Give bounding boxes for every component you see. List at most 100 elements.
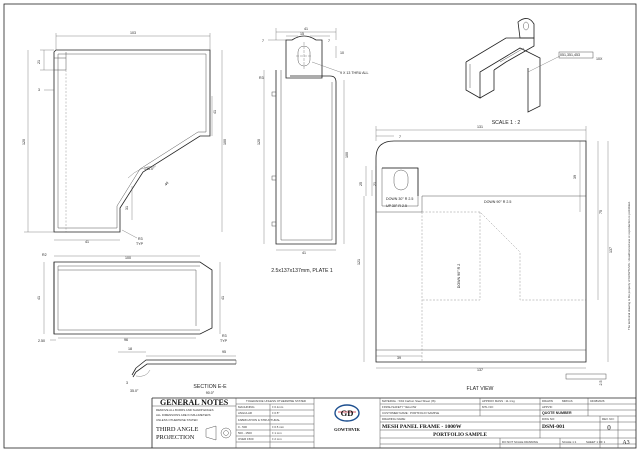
note-line-1: REMOVE ALL BURRS AND SHARP EDGES	[156, 408, 214, 412]
holes-note: 9 X 13 THRU ALL	[340, 71, 369, 75]
dim-39-flat-right: 39	[573, 175, 577, 179]
tolerance-table: TOLERANCE UNLESS OTHERWISE STATED MACHIN…	[238, 399, 306, 441]
drawing-name: MESH PANEL FRAME - 1000W	[382, 424, 462, 430]
tol-row-2-value: ± 0.5°	[272, 411, 280, 415]
finish: FINISH:SAFETY YELLOW	[382, 405, 417, 409]
paper-size: A3	[622, 440, 629, 446]
drawing-name-label: DRAWING NAME:	[382, 417, 406, 421]
bend-down-30: DOWN 30° R 2.5	[386, 197, 413, 201]
dim-3-top: 3	[38, 88, 40, 92]
tol-row-6-label: OVER 1500	[238, 437, 254, 441]
tol-row-6-value: ± 2 mm	[272, 437, 282, 441]
projection-line-2: PROJECTION	[156, 434, 195, 441]
title-block-text: MATERIAL : SS3 Carbon Steel Sheet (IS) A…	[382, 399, 630, 446]
logo-name: GOWTHVIK	[334, 427, 360, 432]
drawn-label: DRAWN	[542, 399, 553, 403]
flat-view: 131 7 25 21 39 75 137 121 DOWN 30° R 2.5…	[357, 125, 613, 392]
tol-row-1-value: ± 0.1mm	[272, 405, 284, 409]
iso-qty: 10X	[596, 57, 603, 61]
dim-39-flat-bottom: 39	[397, 356, 401, 360]
iso-part-id: 051,351,453	[560, 53, 580, 57]
section-view: 18 95 3 35.0° SECTION E-E 90.0°	[118, 347, 237, 395]
r3typ-b-line1: R3	[222, 334, 227, 338]
dim-41-top-right: 41	[221, 296, 225, 300]
section-label: SECTION E-E	[193, 384, 227, 390]
r3typ-a-line1: R3	[138, 237, 143, 241]
flat-view-label: FLAT VIEW	[467, 386, 494, 392]
dim-41-side-top: 41	[304, 27, 308, 31]
mtl-no: MTL NO:	[482, 405, 494, 409]
dim-7-b: 7	[328, 39, 330, 43]
r3typ-b-line2: TYP	[220, 339, 228, 343]
dim-103: 103	[130, 31, 136, 35]
dim-41-right: 41	[213, 110, 217, 114]
dim-100-side: 100	[345, 152, 349, 158]
r2-top: R2	[42, 253, 47, 257]
title-block	[151, 397, 636, 448]
dim-25: 25	[359, 182, 363, 186]
side-view: 41 7 15 7 10 R3 9 X 13 THRU ALL 120 100 …	[257, 27, 369, 274]
do-not-scale: DO NOT SCALE DRAWING	[502, 440, 539, 444]
general-notes: GENERAL NOTES REMOVE ALL BURRS AND SHARP…	[156, 398, 232, 441]
front-view: 103 21 3 120 100 41 135.0° 40 31 41 R3 T…	[22, 31, 227, 246]
property-note: The technical drawing is the property of…	[627, 201, 631, 330]
tol-row-5-label: 500 - 1500	[238, 431, 252, 435]
dim-75: 75	[599, 210, 603, 214]
dim-96: 96	[124, 338, 128, 342]
top-view: 100 R2 41 41 96 2.50 R3 TYP	[37, 253, 228, 343]
project-name: PORTFOLIO SAMPLE	[433, 432, 487, 438]
dim-131: 131	[477, 125, 483, 129]
dim-7-a: 7	[262, 39, 264, 43]
isometric-view: 051,351,453 10X SCALE 1 : 2	[465, 18, 603, 126]
material: MATERIAL : SS3 Carbon Steel Sheet (IS)	[382, 399, 436, 403]
bend-down-90-v: DOWN 90° R 2	[457, 264, 461, 288]
projection-line-1: THIRD ANGLE	[156, 426, 199, 433]
tol-row-4-label: 0 - 500	[238, 425, 247, 429]
bend-up-30: UP 30° R 2.5	[386, 204, 407, 208]
dim-120-side: 120	[257, 139, 261, 145]
dim-35-angle: 35.0°	[130, 389, 139, 393]
iso-scale: SCALE 1 : 2	[492, 120, 521, 126]
dim-10: 10	[340, 51, 344, 55]
drawn-date: 04/08/2026	[590, 399, 605, 403]
approx-mass: APPROX MASS : 11.1 kg	[482, 399, 515, 403]
tol-row-1-label: MACHINING	[238, 405, 255, 409]
dim-120-front: 120	[22, 139, 26, 145]
dim-3-section: 3	[126, 381, 128, 385]
dim-95: 95	[222, 350, 226, 354]
sheet-border	[3, 3, 637, 449]
dim-21: 21	[37, 60, 41, 64]
dim-100-top: 100	[125, 256, 131, 260]
tol-row-3-label: FABRICATION & STRUCTURAL	[238, 418, 280, 422]
dwg-no-label: DWG NO:	[542, 417, 555, 421]
dim-137-flat-v: 137	[609, 247, 613, 253]
dim-41-side-bottom: 41	[302, 251, 306, 255]
tol-row-2-label: ANGULAR	[238, 411, 252, 415]
dim-90-angle: 90.0°	[206, 391, 215, 395]
dim-21-flat: 21	[373, 182, 377, 186]
tol-row-5-value: ± 1 mm	[272, 431, 282, 435]
third-angle-symbol-icon	[205, 425, 232, 441]
scale-value: SCALE 1:1	[562, 440, 577, 444]
dwg-no: DSM-001	[542, 424, 565, 430]
r3-side: R3	[259, 76, 264, 80]
note-line-2: ALL DIMENSIONS ARE IN MILLIMETERS	[156, 413, 211, 417]
dim-15: 15	[300, 32, 304, 36]
dim-137-flat-h: 137	[477, 368, 483, 372]
quote-label: QUOTE NUMBER	[542, 411, 572, 415]
r3typ-a-line2: TYP	[136, 242, 144, 246]
note-line-3: UNLESS OTHERWISE STATED	[156, 418, 198, 422]
dim-2-5: 2.5	[599, 381, 603, 386]
bend-down-90-h: DOWN 90° R 2.5	[484, 200, 511, 204]
dim-2-50: 2.50	[38, 339, 45, 343]
dim-135-angle: 135.0°	[144, 167, 155, 171]
dim-7-c: 7	[399, 135, 401, 139]
customer: CUSTOMER NAME : PORTFOLIO SAMPLE	[382, 411, 439, 415]
sheet-count: SHEET 1 OF 1	[586, 440, 606, 444]
rev-no: 0	[607, 424, 611, 432]
approved-label: APPVD:	[542, 405, 553, 409]
dim-41-top-left: 41	[37, 296, 41, 300]
dim-41-bottom: 41	[85, 240, 89, 244]
dim-100-front: 100	[223, 139, 227, 145]
